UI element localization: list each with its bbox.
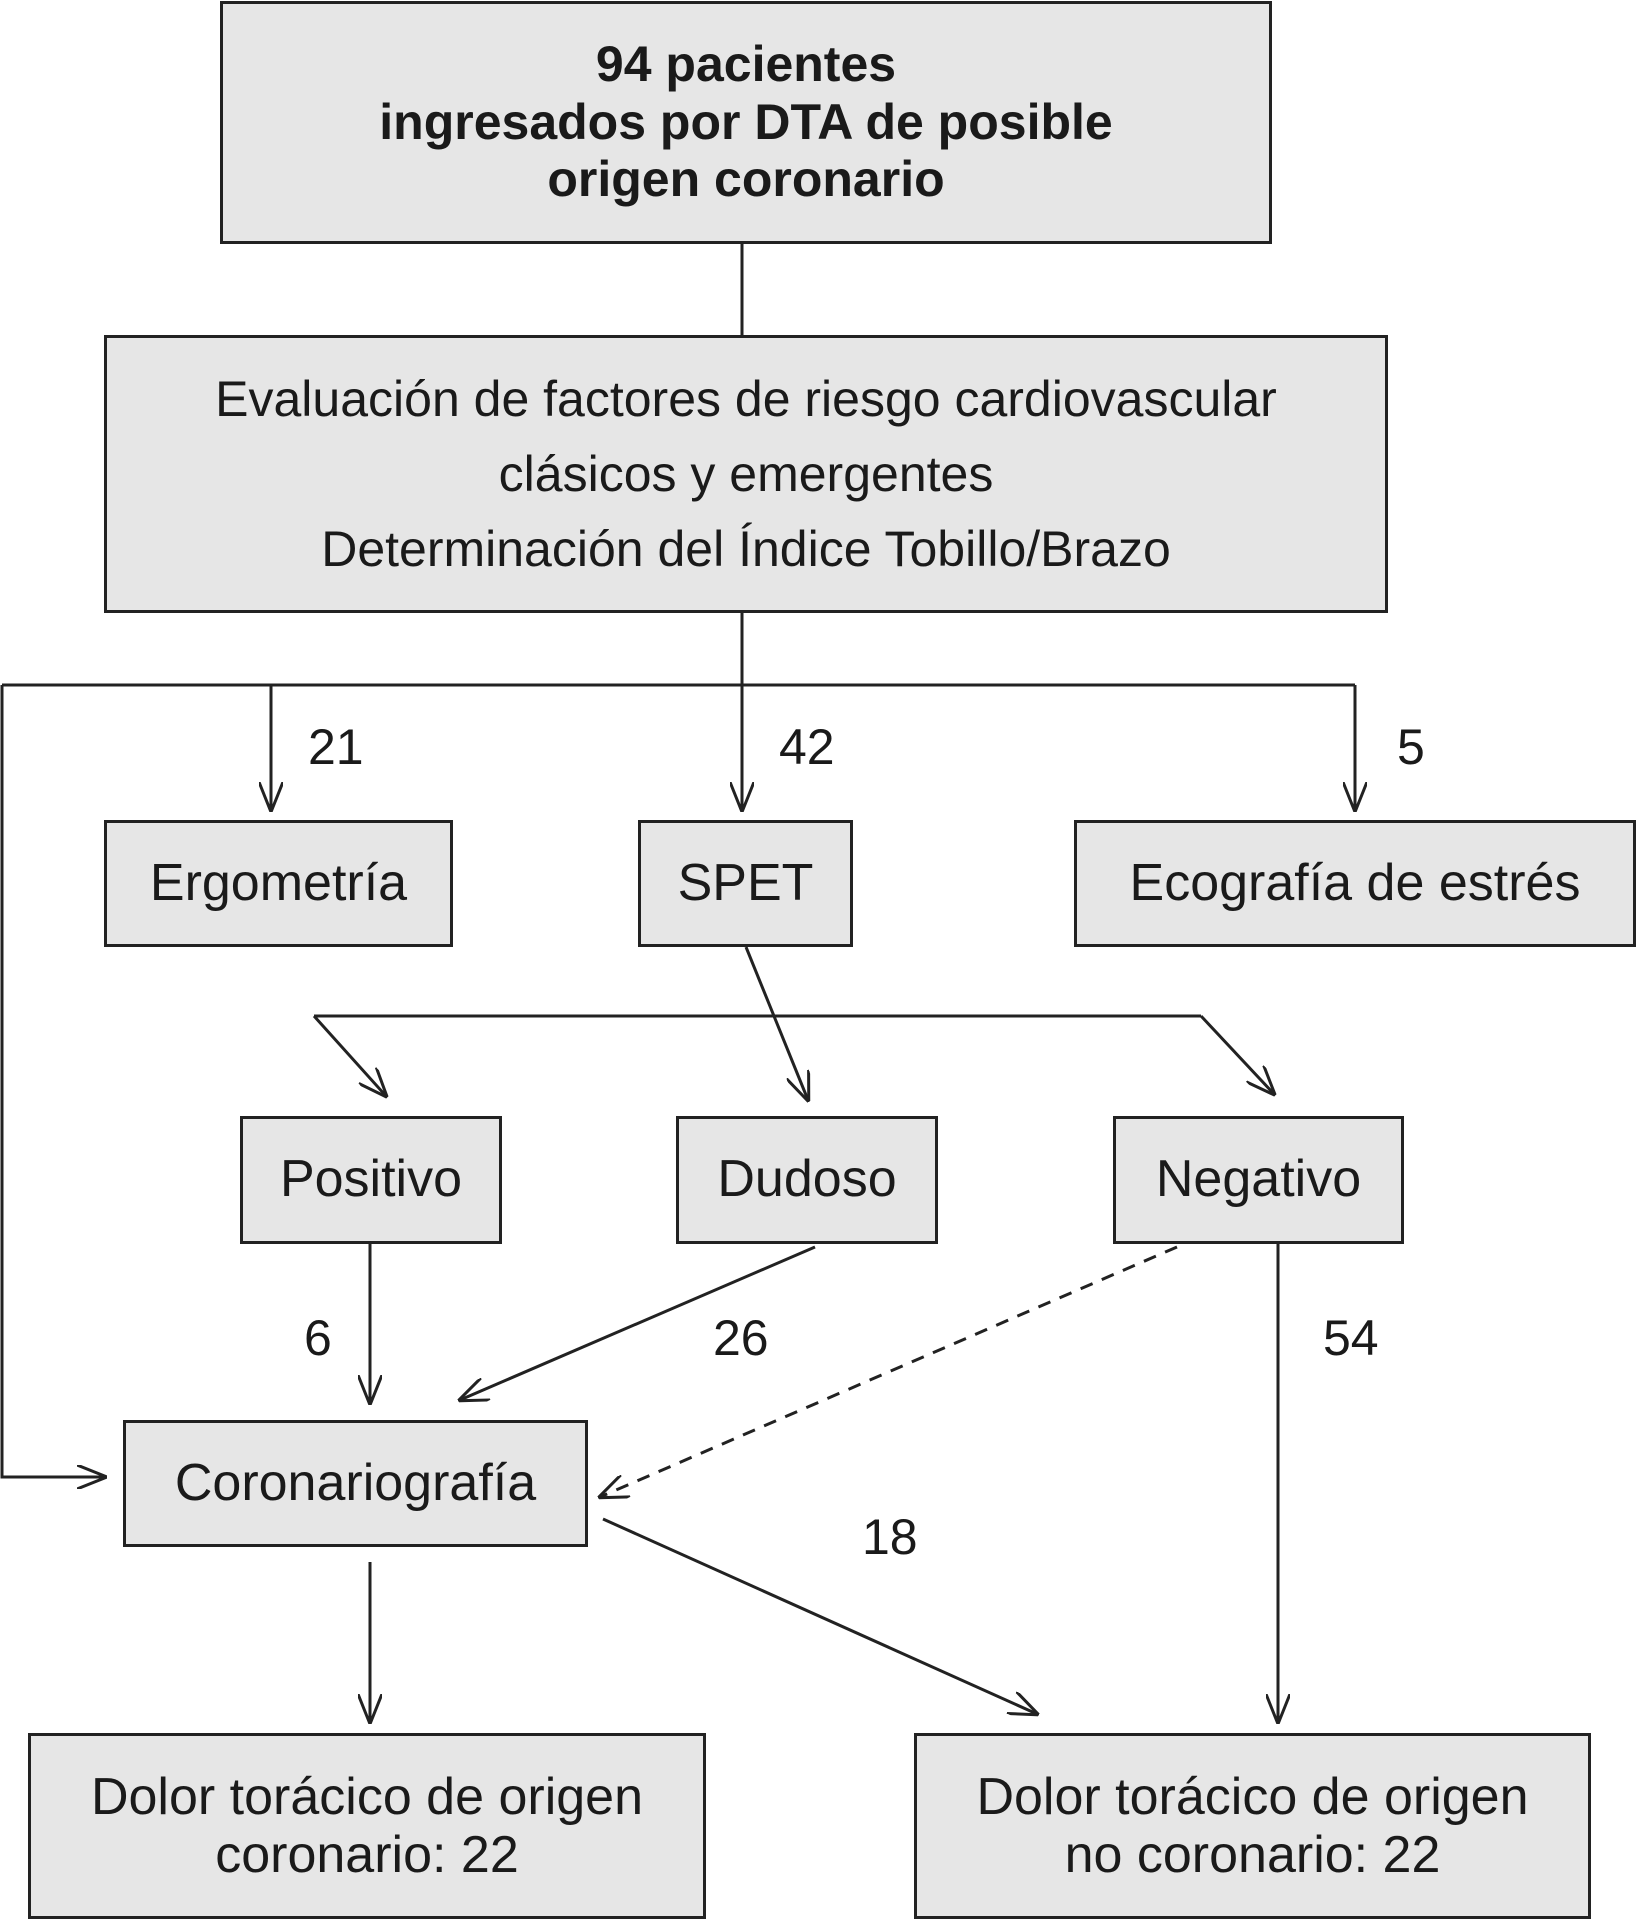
dudoso-box: Dudoso [676, 1116, 938, 1244]
outcome-coronary-line-2: coronario: 22 [215, 1826, 519, 1884]
evaluation-line-3: Determinación del Índice Tobillo/Brazo [321, 520, 1171, 577]
positivo-label: Positivo [279, 1150, 463, 1209]
ergometria-box: Ergometría [104, 820, 453, 947]
count-coronariografia-noncoronary: 18 [862, 1509, 918, 1565]
start-line-2: ingresados por DTA de posible [379, 93, 1113, 150]
ecografia-box: Ecografía de estrés [1074, 820, 1636, 947]
edge-bypass-to-coronariografia [0, 685, 105, 1477]
outcome-coronary-line-1: Dolor torácico de origen [90, 1767, 644, 1826]
coronariografia-label: Coronariografía [174, 1453, 537, 1512]
count-spet: 42 [779, 719, 835, 775]
negativo-label: Negativo [1155, 1150, 1362, 1209]
count-ergometria: 21 [308, 719, 364, 775]
edge-to-positivo [312, 1014, 386, 1096]
outcome-noncoronary-line-1: Dolor torácico de origen [976, 1767, 1529, 1826]
coronariografia-box: Coronariografía [123, 1420, 588, 1547]
outcome-coronary-box: Dolor torácico de origen coronario: 22 [28, 1733, 706, 1919]
edge-spet-to-dudoso [744, 946, 808, 1100]
edge-negativo-to-coronariografia-dashed [600, 1245, 1178, 1497]
count-ecografia: 5 [1397, 719, 1425, 775]
edge-to-negativo [1199, 1014, 1274, 1094]
spet-box: SPET [638, 820, 853, 947]
positivo-box: Positivo [240, 1116, 502, 1244]
evaluation-box: Evaluación de factores de riesgo cardiov… [104, 335, 1388, 613]
start-box: 94 pacientes ingresados por DTA de posib… [220, 1, 1272, 244]
evaluation-line-1: Evaluación de factores de riesgo cardiov… [215, 370, 1277, 427]
outcome-noncoronary-box: Dolor torácico de origen no coronario: 2… [914, 1733, 1591, 1919]
edge-dudoso-to-coronariografia [460, 1245, 816, 1400]
start-line-3: origen coronario [547, 151, 945, 208]
count-negativo-noncoronary: 54 [1323, 1310, 1379, 1366]
dudoso-label: Dudoso [717, 1150, 897, 1209]
start-line-1: 94 pacientes [595, 36, 897, 93]
ergometria-label: Ergometría [149, 853, 408, 912]
spet-label: SPET [677, 853, 814, 912]
ecografia-label: Ecografía de estrés [1129, 853, 1581, 912]
outcome-noncoronary-line-2: no coronario: 22 [1064, 1826, 1441, 1884]
negativo-box: Negativo [1113, 1116, 1404, 1244]
count-positivo-coronariografia: 6 [304, 1310, 332, 1366]
edge-coronariografia-to-noncoronary [602, 1517, 1037, 1714]
evaluation-line-2: clásicos y emergentes [498, 445, 994, 502]
count-dudoso-coronariografia: 26 [713, 1310, 769, 1366]
